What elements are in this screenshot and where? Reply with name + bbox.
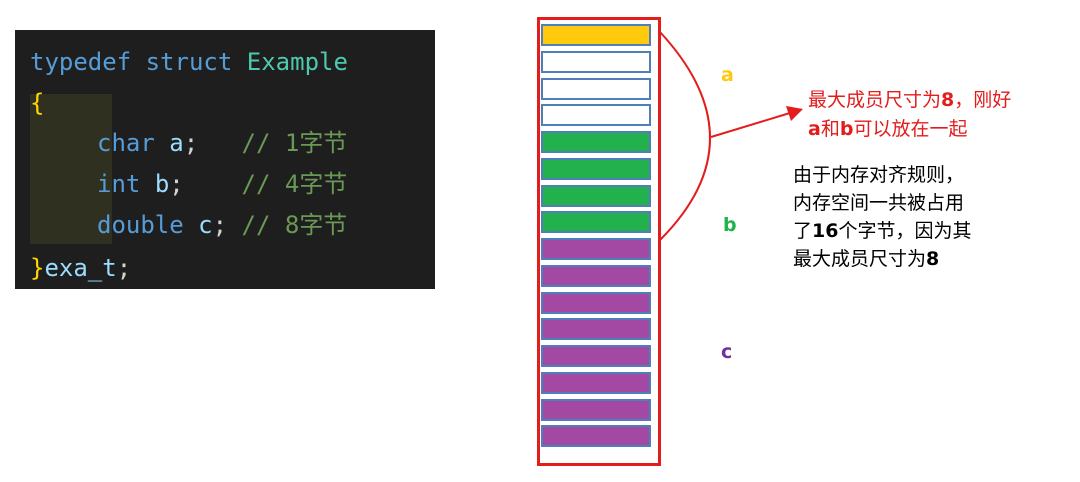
comment-c: // 8字节 [241,211,348,239]
note-line-3: 了16个字节，因为其 [793,217,971,245]
label-a: a [721,64,734,86]
keyword-typedef: typedef [30,48,132,76]
label-c: c [721,341,733,363]
callout-part3: 可以放在一起 [853,118,968,140]
semicolon: ; [183,129,199,157]
note-line3-pre: 了 [793,220,813,242]
callout-line-2: a和b可以放在一起 [808,115,1011,144]
pointer-arrow-line [710,112,791,138]
type-int: int [97,170,141,198]
indent-guide [30,94,112,244]
memory-byte-b [541,131,651,153]
memory-byte-c [541,291,651,314]
memory-byte-c [541,318,651,341]
memory-byte-c [541,371,651,394]
callout-text: 最大成员尺寸为8，刚好 a和b可以放在一起 [808,86,1011,144]
memory-byte-b [541,157,651,180]
callout-a: a [808,118,821,140]
memory-byte-c [541,238,651,260]
type-double: double [97,211,184,239]
code-line-5: double c; // 8字节 [97,208,347,242]
note-line-2: 内存空间一共被占用 [793,192,965,214]
callout-b: b [839,118,854,140]
var-c: c [198,211,213,239]
callout-part2: ，刚好 [954,89,1012,111]
memory-byte-c [541,345,651,367]
code-line-4: int b; // 4字节 [97,167,347,201]
keyword-struct: struct [145,48,233,76]
var-a: a [169,129,184,157]
memory-frame [537,17,661,466]
memory-byte-c [541,398,651,421]
code-line-2: { [30,86,44,120]
memory-byte-pad [541,50,651,73]
memory-byte-a [541,24,651,46]
note-line-1: 由于内存对齐规则， [793,164,965,186]
note-line4-pre: 最大成员尺寸为 [793,248,927,270]
note-line4-num: 8 [926,248,940,270]
bracket-arc [659,31,711,241]
callout-part1: 最大成员尺寸为 [808,89,942,111]
close-brace: } [30,254,45,282]
type-char: char [97,129,155,157]
explanation-note: 由于内存对齐规则， 内存空间一共被占用 了16个字节，因为其 最大成员尺寸为8 [793,161,971,273]
memory-byte-c [541,264,651,287]
note-line3-num: 16 [812,220,839,242]
callout-num: 8 [941,89,955,111]
code-line-6: }exa_t; [30,251,131,285]
callout-line-1: 最大成员尺寸为8，刚好 [808,86,1011,115]
struct-name: Example [246,48,348,76]
code-line-1: typedef struct Example [30,45,348,79]
semicolon: ; [212,211,228,239]
memory-byte-pad [541,104,651,127]
semicolon: ; [169,170,184,198]
open-brace: { [30,89,45,117]
note-line3-post: 个字节，因为其 [838,220,972,242]
pointer-arrow-head [786,106,803,121]
note-line-4: 最大成员尺寸为8 [793,245,971,273]
comment-b: // 4字节 [241,170,348,198]
label-b: b [723,214,737,236]
callout-and: 和 [820,118,840,140]
memory-byte-b [541,184,651,207]
memory-byte-pad [541,77,651,100]
var-b: b [154,170,170,198]
memory-byte-b [541,211,651,234]
semicolon: ; [116,254,132,282]
code-line-3: char a; // 1字节 [97,126,347,160]
comment-a: // 1字节 [241,129,348,157]
type-alias: exa_t [44,254,117,282]
memory-byte-c [541,425,651,448]
